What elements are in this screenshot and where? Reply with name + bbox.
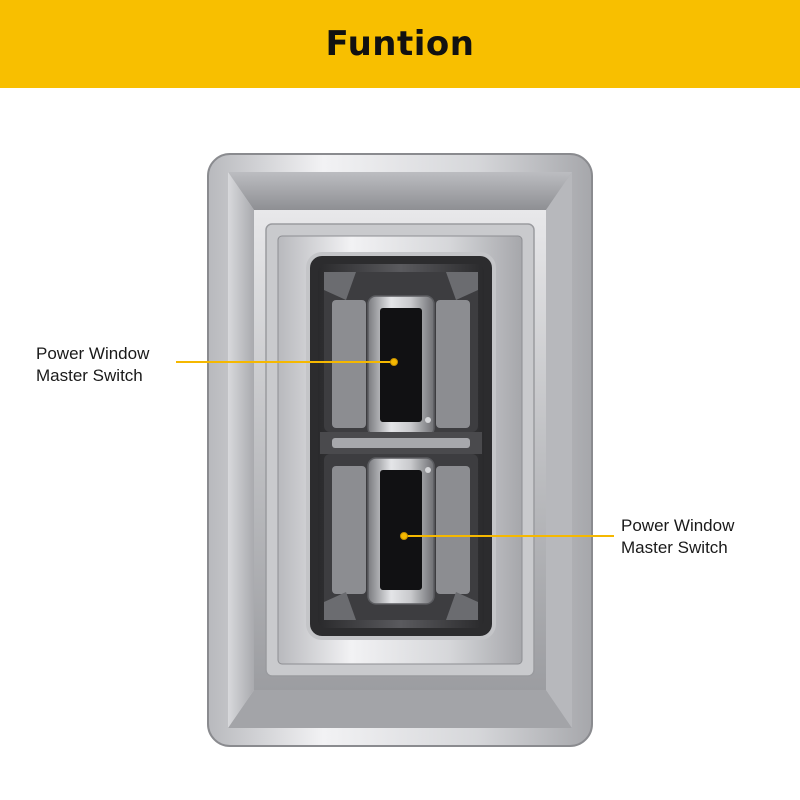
callout-leader-line-bottom: [404, 535, 614, 537]
callout-label-top: Power Window Master Switch: [36, 343, 149, 387]
callout-label-bottom-line2: Master Switch: [621, 538, 728, 557]
power-window-switch-image: [200, 150, 600, 750]
callout-label-bottom-line1: Power Window: [621, 516, 735, 535]
callout-leader-line-top: [176, 361, 394, 363]
callout-dot-top: [390, 358, 398, 366]
header-banner: Funtion: [0, 0, 800, 88]
callout-label-top-line1: Power Window: [36, 344, 150, 363]
callout-dot-bottom: [400, 532, 408, 540]
callout-label-top-line2: Master Switch: [36, 366, 143, 385]
page-title: Funtion: [325, 24, 475, 64]
callout-label-bottom: Power Window Master Switch: [621, 515, 734, 559]
